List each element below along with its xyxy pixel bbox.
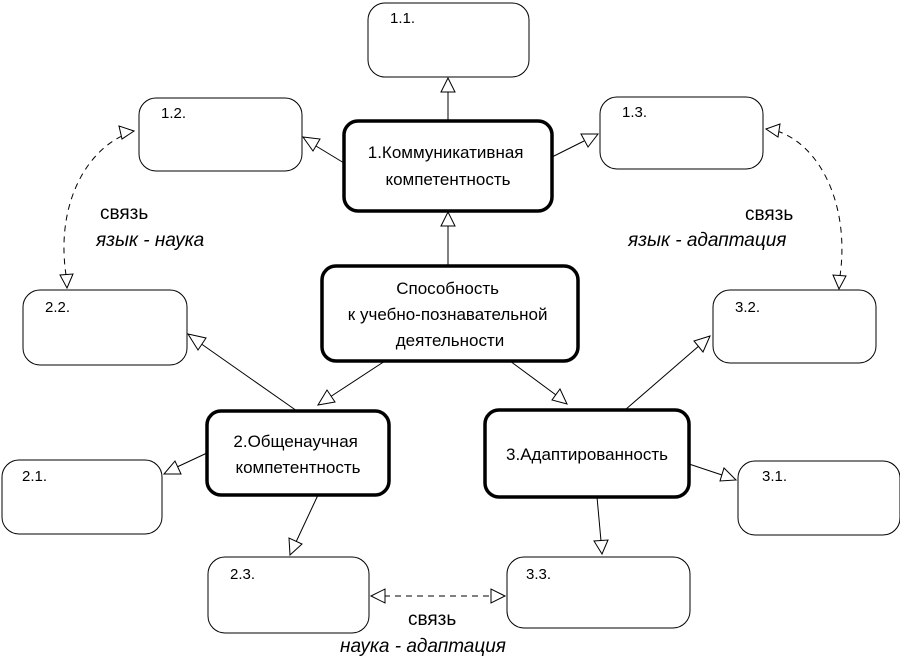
label-center-line-1: Способность — [396, 279, 499, 298]
arrowhead-3-3 — [593, 539, 609, 556]
label-2-1: 2.1. — [22, 468, 47, 485]
box-1-3 — [599, 96, 764, 170]
edge-2-to-2-2 — [199, 342, 298, 412]
edge-2-to-2-1 — [176, 452, 208, 468]
relation-word-lang-science: связь — [100, 203, 148, 224]
edge-3-to-3-1 — [688, 463, 723, 476]
arrowhead-2 — [317, 389, 336, 406]
label-center-line-3: деятельности — [396, 331, 504, 350]
edge-center-to-2 — [329, 360, 386, 398]
box-2-1 — [1, 459, 163, 535]
relation-text-science-adapt: наука - адаптация — [340, 636, 506, 657]
arrowhead-1 — [440, 210, 456, 227]
box-3-3 — [506, 556, 691, 629]
label-communicative-line-1: 1.Коммуникативная — [368, 143, 524, 162]
box-3-1 — [737, 460, 900, 536]
label-adaptability: 3.Адаптированность — [506, 445, 668, 464]
arrowhead-1-1 — [440, 76, 456, 93]
box-general-scientific-competence — [205, 409, 391, 497]
box-adaptability — [483, 408, 691, 499]
label-general-line-2: компетентность — [235, 458, 360, 477]
label-general-line-1: 2.Общенаучная — [233, 432, 357, 451]
label-communicative-competence: 1.Коммуникативная компетентность — [368, 143, 528, 189]
box-1-1 — [367, 2, 530, 78]
box-2-2 — [22, 289, 188, 366]
edge-3-to-3-2 — [624, 344, 701, 411]
box-1-2 — [138, 97, 303, 172]
label-general-scientific-competence: 2.Общенаучная компетентность — [233, 432, 362, 477]
arrowhead-2-2 — [186, 333, 207, 351]
arrowhead-3 — [551, 388, 568, 405]
dashed-arrowhead-1-2 — [118, 125, 136, 140]
label-3-3: 3.3. — [526, 566, 551, 583]
label-2-2: 2.2. — [45, 299, 70, 316]
arrowhead-2-3 — [288, 537, 303, 557]
edge-center-to-3 — [509, 360, 557, 396]
arrowhead-1-2 — [301, 136, 321, 152]
label-1-1: 1.1. — [390, 10, 415, 27]
dashed-link-1-3-to-3-2 — [776, 130, 843, 277]
label-1-3: 1.3. — [622, 104, 647, 121]
box-3-2 — [712, 289, 877, 364]
arrowhead-2-1 — [162, 460, 182, 475]
edge-2-to-2-3 — [295, 494, 319, 543]
dashed-arrowhead-3-2 — [832, 274, 847, 291]
relation-word-lang-adapt: связь — [745, 204, 793, 225]
label-center-ability: Способность к учебно-познавательной деят… — [348, 279, 552, 350]
edge-1-to-1-3 — [551, 140, 585, 158]
relation-word-science-adapt: связь — [408, 609, 456, 630]
dashed-arrowhead-2-2 — [59, 273, 74, 290]
relation-text-lang-science: язык - наука — [95, 230, 204, 251]
arrowhead-3-1 — [719, 467, 738, 482]
label-1-2: 1.2. — [161, 105, 186, 122]
label-2-3: 2.3. — [230, 566, 255, 583]
box-center-ability — [320, 264, 580, 363]
label-center-line-2: к учебно-познавательной — [348, 305, 548, 324]
arrowhead-3-2 — [693, 335, 711, 353]
label-communicative-line-2: компетентность — [385, 170, 510, 189]
dashed-link-1-2-to-2-2 — [63, 131, 133, 276]
box-communicative-competence — [342, 119, 554, 213]
edge-3-to-3-3 — [596, 496, 602, 542]
relation-text-lang-adapt: язык - адаптация — [627, 230, 786, 251]
edge-1-to-1-2 — [315, 145, 345, 164]
label-3-2: 3.2. — [735, 299, 760, 316]
dashed-arrowhead-3-3 — [490, 588, 507, 604]
dashed-arrowhead-1-3 — [764, 123, 781, 138]
dashed-arrowhead-2-3 — [369, 588, 386, 604]
box-2-3 — [207, 556, 370, 634]
label-3-1: 3.1. — [762, 468, 787, 485]
arrowhead-1-3 — [580, 133, 600, 148]
